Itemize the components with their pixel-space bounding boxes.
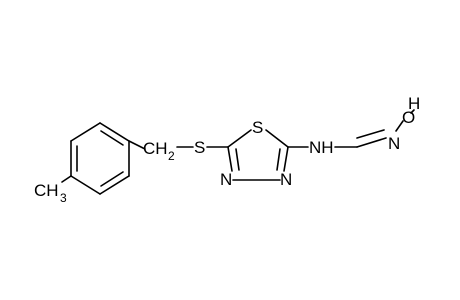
- bond-n-o: [395, 120, 404, 132]
- atom-ch3-subscript: 3: [60, 191, 67, 205]
- atom-h-oxime: H: [408, 94, 420, 113]
- bond-benzyl: [128, 140, 146, 150]
- double-bond-inner: [100, 130, 124, 146]
- bond: [70, 122, 101, 142]
- bond: [227, 146, 233, 172]
- atom-ch2: CH: [143, 139, 168, 158]
- bond: [99, 175, 130, 195]
- double-bond-inner: [100, 171, 124, 187]
- double-bond-inner: [276, 148, 281, 171]
- atom-ch2-subscript: 2: [168, 149, 175, 163]
- atom-n-ring-right: N: [280, 170, 292, 189]
- atom-s-thioether: S: [194, 138, 205, 157]
- atom-s-ring: S: [252, 118, 263, 137]
- bond: [227, 129, 252, 148]
- bond-c-n-oxime: [356, 137, 387, 148]
- double-bond-inner: [235, 148, 240, 171]
- bond: [283, 146, 289, 172]
- atom-ch3: CH: [34, 181, 59, 200]
- thiadiazole-ring: S N N: [220, 118, 292, 189]
- bond-o-h: [410, 109, 415, 114]
- bond-methyl: [61, 175, 72, 183]
- bond: [265, 129, 289, 148]
- atom-n-oxime: N: [388, 134, 400, 153]
- benzene-ring: [70, 122, 130, 195]
- atom-n-ring-left: N: [220, 170, 232, 189]
- bond: [70, 175, 101, 195]
- double-bond-outer: [356, 129, 385, 139]
- bond: [99, 122, 130, 142]
- atom-nh: NH: [309, 138, 334, 157]
